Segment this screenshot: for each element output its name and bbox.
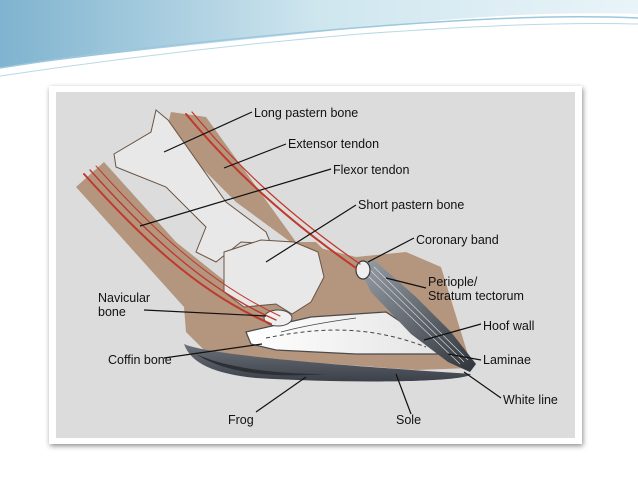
hoof-anatomy-diagram: Long pastern bone Extensor tendon Flexor…: [76, 106, 558, 427]
label-coronary-band: Coronary band: [416, 233, 499, 247]
slide-header-decoration: [0, 0, 638, 77]
coronary-band-shape: [355, 260, 371, 280]
figure-frame: Long pastern bone Extensor tendon Flexor…: [49, 86, 582, 444]
label-extensor-tendon: Extensor tendon: [288, 137, 379, 151]
label-short-pastern-bone: Short pastern bone: [358, 198, 464, 212]
label-long-pastern-bone: Long pastern bone: [254, 106, 358, 120]
label-flexor-tendon: Flexor tendon: [333, 163, 409, 177]
label-frog: Frog: [228, 413, 254, 427]
flexor-tendon-shape: [83, 173, 272, 325]
label-periople-line2: Stratum tectorum: [428, 289, 524, 303]
pastern-tissue: [166, 112, 356, 277]
label-navicular-line2: bone: [98, 305, 126, 319]
label-navicular-line1: Navicular: [98, 291, 150, 305]
diagram-panel: Long pastern bone Extensor tendon Flexor…: [56, 92, 575, 438]
label-laminae: Laminae: [483, 353, 531, 367]
label-periople-line1: Periople/: [428, 275, 478, 289]
navicular-bone-shape: [263, 309, 293, 327]
short-pastern-bone-shape: [223, 239, 325, 315]
label-sole: Sole: [396, 413, 421, 427]
extensor-tendon-shape: [185, 113, 357, 269]
frog-shape: [196, 354, 326, 376]
label-coffin-bone: Coffin bone: [108, 353, 172, 367]
label-hoof-wall: Hoof wall: [483, 319, 534, 333]
label-white-line: White line: [503, 393, 558, 407]
